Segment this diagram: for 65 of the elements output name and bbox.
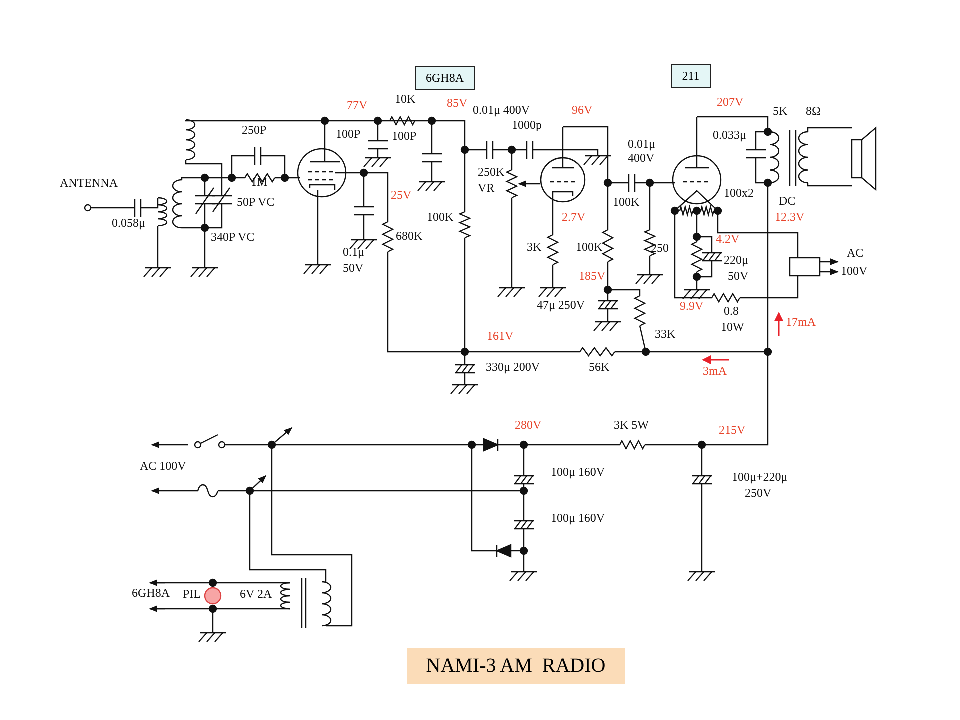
component-label: ANTENNA [60,176,118,190]
component-label: 0.01μ 400V [473,103,530,117]
component-label: 250 [651,241,669,255]
measurement-label: 96V [572,103,593,117]
measurement-label: 185V [579,269,606,283]
component-label: 10W [721,320,744,334]
component-label: 56K [589,360,610,374]
measurement-label: 9.9V [680,299,704,313]
measurement-label: 77V [347,98,368,112]
component-label: 100μ+220μ [732,470,788,484]
component-label: PIL [183,587,201,601]
component-label: 100V [841,264,868,278]
component-label: 250P [242,123,267,137]
component-label: 0.8 [724,304,739,318]
component-label: VR [478,181,495,195]
component-label: AC [847,246,864,260]
component-label: 100P [392,129,417,143]
component-label: 5K [773,104,788,118]
tube-name-box: 211 [671,64,711,88]
component-label: 250K [478,165,505,179]
component-label: 3K 5W [614,418,649,432]
measurement-label: 215V [719,423,746,437]
component-label: 0.033μ [713,128,746,142]
component-label: 50V [343,261,364,275]
component-label: 0.058μ [112,216,146,230]
component-label: 680K [396,229,423,243]
measurement-label: 280V [515,418,542,432]
component-label: 50P VC [237,195,275,209]
component-label: 50V [728,269,749,283]
measurement-label: 207V [717,95,744,109]
component-label: 220μ [724,253,748,267]
measurement-label: 17mA [786,315,816,329]
component-label: 100K [576,240,603,254]
component-label: 330μ 200V [486,360,540,374]
measurement-label: 161V [487,329,514,343]
measurement-label: 85V [447,96,468,110]
component-label: 1M [251,175,268,189]
component-label: 6V 2A [240,587,272,601]
component-label: 0.01μ [628,137,656,151]
component-label: 100x2 [724,186,754,200]
measurement-label: 2.7V [562,210,586,224]
component-label: 100P [336,127,361,141]
component-label: 47μ 250V [537,298,586,312]
measurement-label: 4.2V [716,232,740,246]
component-label: 250V [745,486,772,500]
title-banner: NAMI-3 AM RADIO [407,648,625,684]
component-label: AC 100V [140,459,186,473]
component-label: 340P VC [211,230,255,244]
component-label: 3K [527,240,542,254]
component-label: 6GH8A [132,586,170,600]
component-label: 8Ω [806,104,821,118]
component-label: 100K [613,195,640,209]
component-label: 10K [395,92,416,106]
component-label: 1000p [512,118,542,132]
tube-name-box: 6GH8A [415,66,475,90]
component-label: 0.1μ [343,245,364,259]
component-label: 400V [628,151,655,165]
component-label: 100μ 160V [551,465,606,479]
measurement-label: 3mA [703,364,727,378]
component-label: DC [779,194,796,208]
measurement-label: 25V [391,188,412,202]
component-label: 100μ 160V [551,511,606,525]
measurement-label: 12.3V [775,210,805,224]
component-label: 33K [655,327,676,341]
component-label: 100K [427,210,454,224]
